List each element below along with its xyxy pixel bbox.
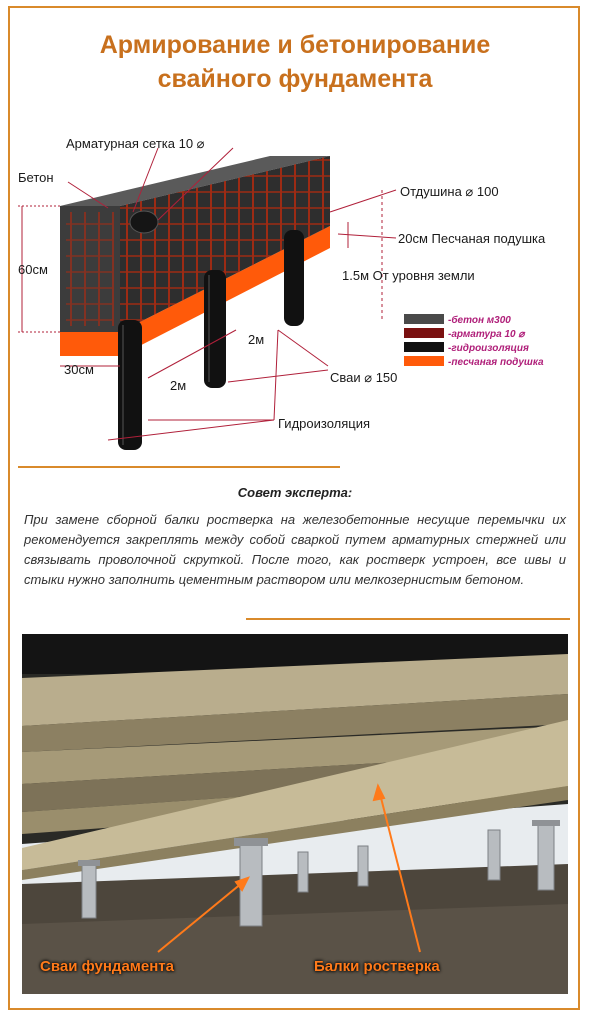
legend-label-rebar: -арматура 10 ⌀	[448, 329, 526, 340]
pile-2	[204, 270, 226, 388]
pile-1	[118, 320, 142, 450]
tip-heading: Совет эксперта:	[237, 485, 353, 500]
legend-label-waterproofing: -гидроизоляция	[448, 343, 529, 354]
rebar-mesh-front	[66, 212, 114, 326]
photo-label-piles: Сваи фундамента	[40, 958, 174, 975]
label-piles: Сваи ⌀ 150	[330, 370, 397, 385]
pile-3	[284, 230, 304, 326]
legend-swatch-waterproofing	[404, 342, 444, 352]
label-vent: Отдушина ⌀ 100	[400, 184, 499, 199]
vent-hole	[129, 210, 159, 234]
title-line-1: Армирование и бетонирование	[99, 31, 491, 59]
label-mesh: Арматурная сетка 10 ⌀	[66, 136, 205, 151]
photo-label-beams: Балки ростверка	[314, 958, 440, 975]
divider-top	[18, 466, 340, 468]
label-span-b: 2м	[170, 378, 186, 393]
legend-label-sand: -песчаная подушка	[448, 357, 544, 368]
foundation-photo: Сваи фундамента Балки ростверка	[22, 634, 568, 994]
legend-label-concrete: -бетон м300	[448, 314, 511, 326]
title-line-2: свайного фундамента	[157, 65, 433, 93]
label-width: 30см	[64, 362, 94, 377]
label-height: 60см	[18, 262, 48, 277]
legend-swatch-rebar	[404, 328, 444, 338]
photo-illustration	[22, 634, 568, 994]
label-depth: 1.5м От уровня земли	[342, 268, 475, 283]
divider-bottom	[246, 618, 570, 620]
page-title: Армирование и бетонирование свайного фун…	[0, 28, 590, 96]
label-waterproofing: Гидроизоляция	[278, 416, 370, 431]
rebar-mesh	[120, 156, 330, 332]
beam-top	[60, 156, 330, 206]
label-span-a: 2м	[248, 332, 264, 347]
tip-text: При замене сборной балки ростверка на же…	[24, 512, 566, 587]
legend-swatch-concrete	[404, 314, 444, 324]
sand-cushion-front	[60, 332, 120, 356]
legend-swatch-sand	[404, 356, 444, 366]
foundation-diagram: Арматурная сетка 10 ⌀ Бетон Отдушина ⌀ 1…	[18, 136, 546, 450]
diagram-legend: -бетон м300 -арматура 10 ⌀ -гидроизоляци…	[404, 314, 544, 368]
label-concrete: Бетон	[18, 170, 54, 185]
label-sand-cushion: 20см Песчаная подушка	[398, 231, 546, 246]
